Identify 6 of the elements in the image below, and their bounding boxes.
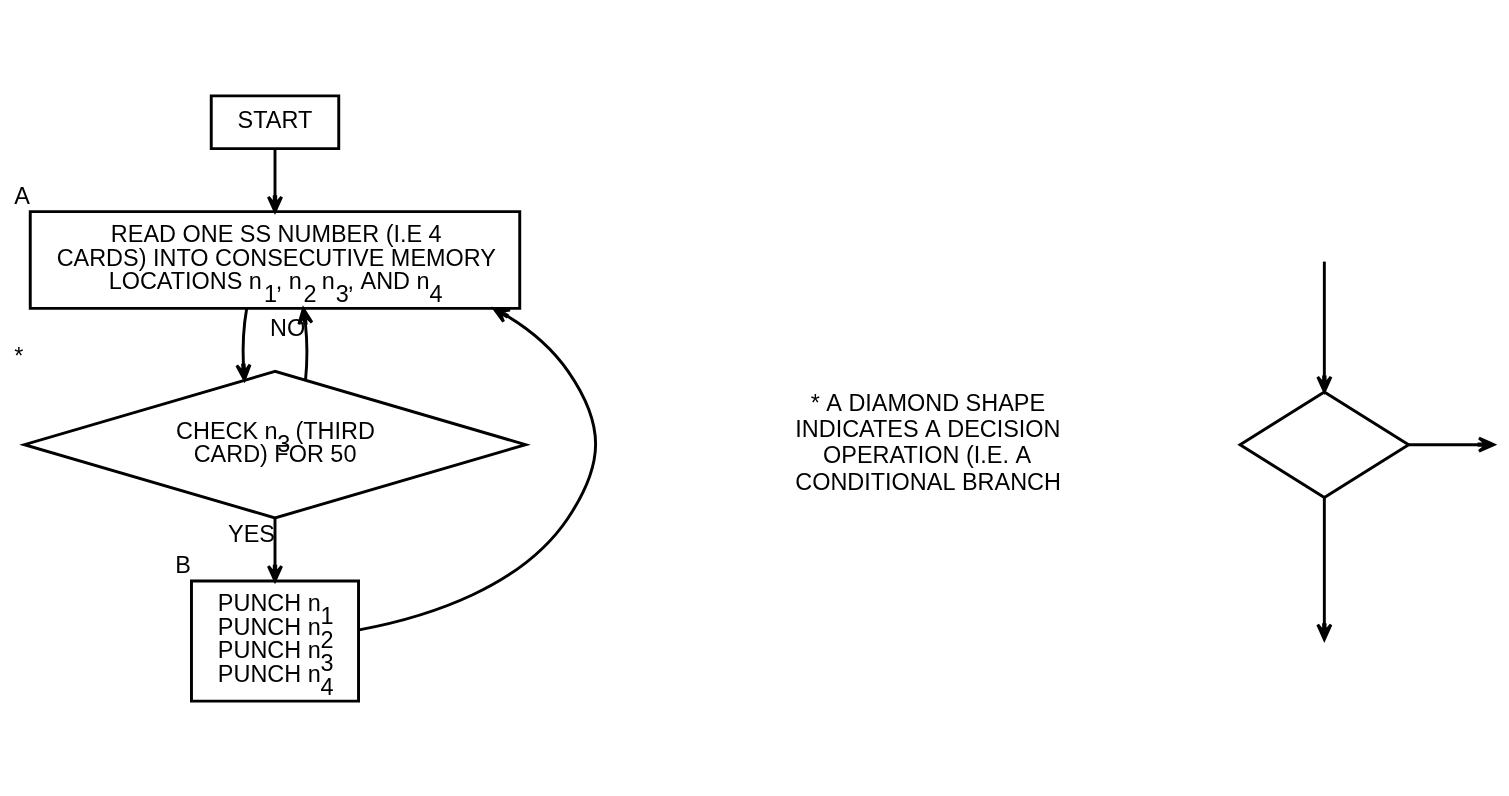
edge-label: YES xyxy=(228,520,276,547)
label: * A DIAMOND SHAPE INDICATES A DECISION OPERATION (I.E. A CONDITIONAL BRANCH xyxy=(795,389,1061,495)
edge-label: NO xyxy=(270,314,306,341)
node-label: * xyxy=(14,342,24,369)
node-label: A xyxy=(14,182,30,209)
node-label: B xyxy=(175,551,191,578)
